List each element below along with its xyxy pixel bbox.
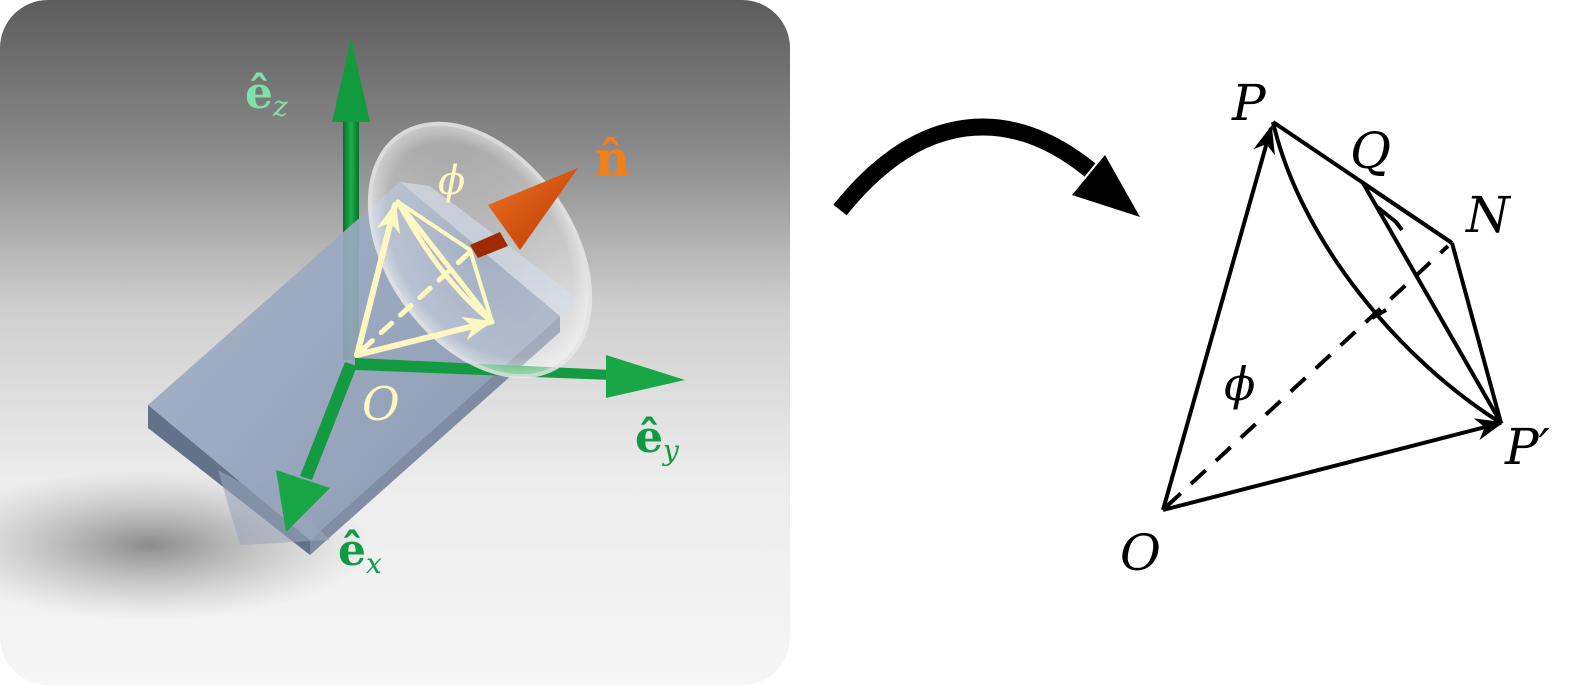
vector-op [1161,125,1275,511]
axis-on-dashed [1164,244,1450,509]
arc-midpoint-tick [1371,308,1387,320]
x-axis-label: êx [338,525,382,580]
segment-qn [1361,181,1454,245]
x-axis-arrow [276,362,357,532]
point-o-label: O [1120,524,1161,582]
arc-p-to-p-prime [1271,121,1503,425]
normal-vector-arrow [470,168,578,258]
curved-arrow-icon [833,118,1140,217]
point-q-label: Q [1350,122,1391,180]
rotor-vectors [354,199,495,358]
scene-origin-label: O [362,377,400,431]
scene-angle-label: ϕ [438,158,465,204]
point-n-label: N [1465,186,1512,244]
point-p-prime-label: P′ [1504,418,1551,476]
scene-panel: êz n̂ ϕ O êy êx [0,0,790,685]
segment-np-prime [1450,242,1503,424]
schematic-labels: P Q N P′ O ϕ [1120,74,1551,582]
segment-qp-prime [1361,182,1503,424]
right-angle-mark [1374,204,1404,232]
y-axis-label: êy [635,412,680,467]
vector-op-prime [1162,418,1504,512]
schematic-angle-label: ϕ [1224,357,1255,411]
rotation-schematic [1161,120,1504,512]
z-axis-label: êz [245,68,288,123]
normal-vector-label: n̂ [595,131,630,187]
point-p-label: P [1231,74,1267,132]
